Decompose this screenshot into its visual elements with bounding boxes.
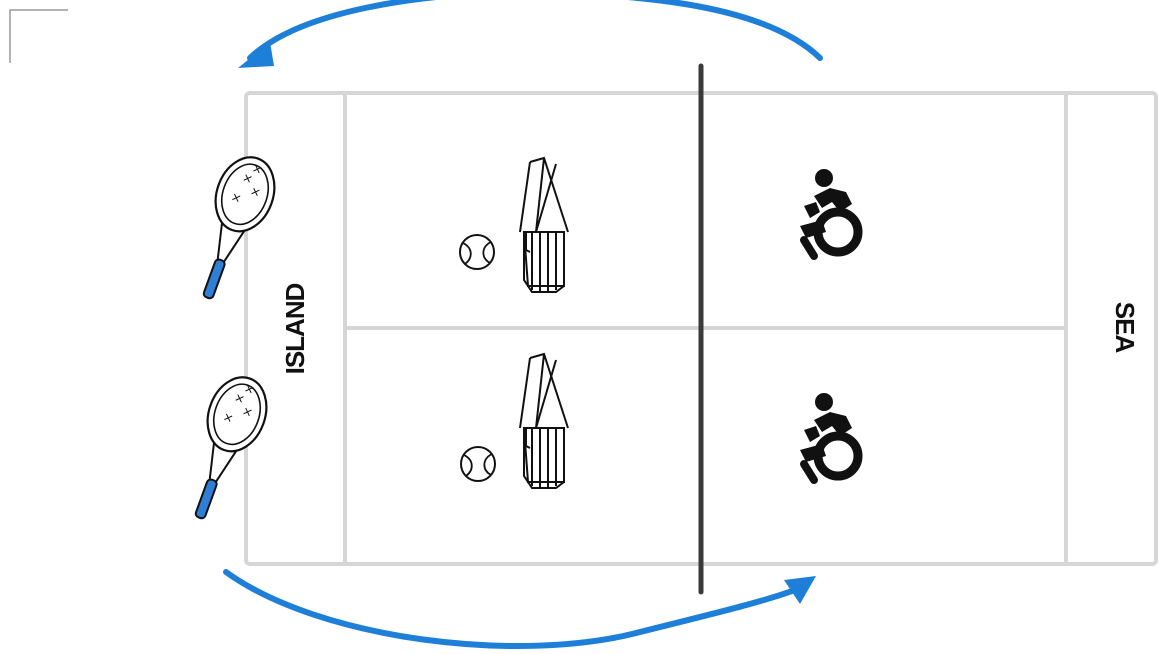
top-rotation-arrow-icon: [238, 0, 823, 68]
left-side-label: ISLAND: [280, 283, 310, 374]
right-side-label: SEA: [1110, 302, 1140, 354]
basket-top-icon: [519, 157, 569, 293]
basket-bottom-icon: [519, 353, 569, 489]
ball-bottom-icon: [460, 446, 496, 482]
wheelchair-player-top-icon: [800, 169, 858, 256]
bottom-rotation-arrow-icon: [223, 569, 816, 649]
ball-top-icon: [459, 234, 495, 270]
racket-top-icon: [179, 147, 286, 309]
corner-bracket: [9, 9, 68, 63]
racket-bottom-icon: [171, 367, 278, 529]
wheelchair-player-bottom-icon: [800, 393, 858, 480]
